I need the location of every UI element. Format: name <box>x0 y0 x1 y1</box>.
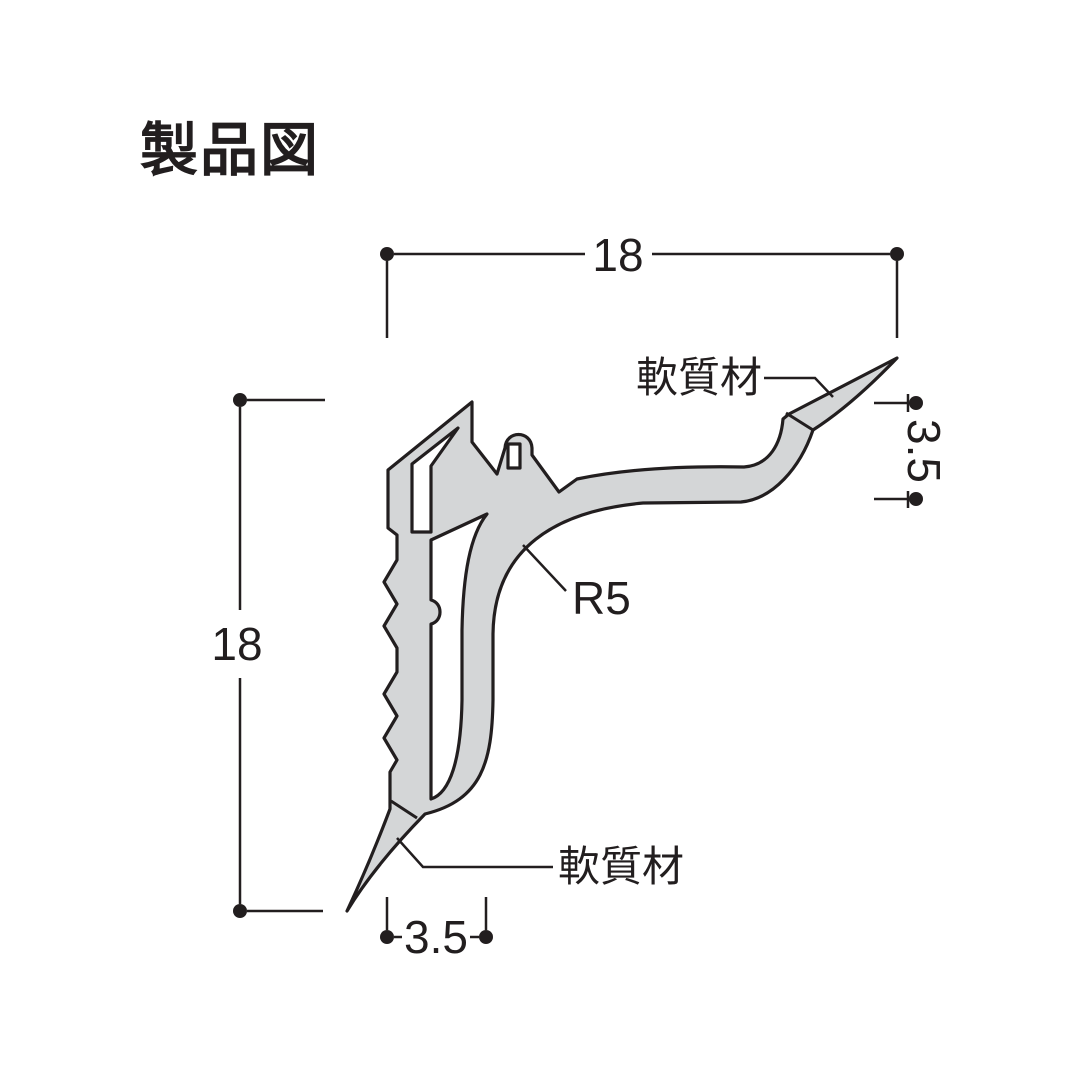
dim-value-top-width: 18 <box>592 229 643 281</box>
label-soft-material-top: 軟質材 <box>636 354 762 401</box>
soft-material-junction-bottom <box>390 799 418 820</box>
leader-line-soft-top <box>764 376 834 398</box>
dim-dot <box>380 247 394 261</box>
dim-value-right-tip: 3.5 <box>898 419 950 483</box>
callout-soft-material-top: 軟質材 <box>636 354 834 401</box>
dimension-top-width: 18 <box>380 229 904 338</box>
dim-dot <box>233 904 247 918</box>
dim-dot <box>233 393 247 407</box>
dim-dot <box>909 396 923 410</box>
label-soft-material-bottom: 軟質材 <box>558 843 684 890</box>
soft-material-junction-top <box>785 411 814 432</box>
dim-dot <box>380 930 394 944</box>
dim-dot <box>479 930 493 944</box>
callout-soft-material-bottom: 軟質材 <box>396 837 684 890</box>
dimension-right-tip: 3.5 <box>874 394 950 508</box>
dim-dot <box>909 492 923 506</box>
callout-radius: R5 <box>522 544 631 624</box>
dimension-left-height: 18 <box>211 393 325 918</box>
dim-value-left-height: 18 <box>211 618 262 670</box>
dim-value-bottom-tip: 3.5 <box>404 911 468 963</box>
dim-value-radius: R5 <box>572 572 631 624</box>
profile-shape <box>345 356 899 913</box>
leader-line-radius <box>522 544 567 592</box>
page-title: 製品図 <box>140 118 321 183</box>
dim-dot <box>890 247 904 261</box>
profile-cross-section <box>345 356 899 913</box>
dimension-bottom-tip: 3.5 <box>380 897 493 963</box>
leader-line-soft-bottom <box>396 837 553 869</box>
